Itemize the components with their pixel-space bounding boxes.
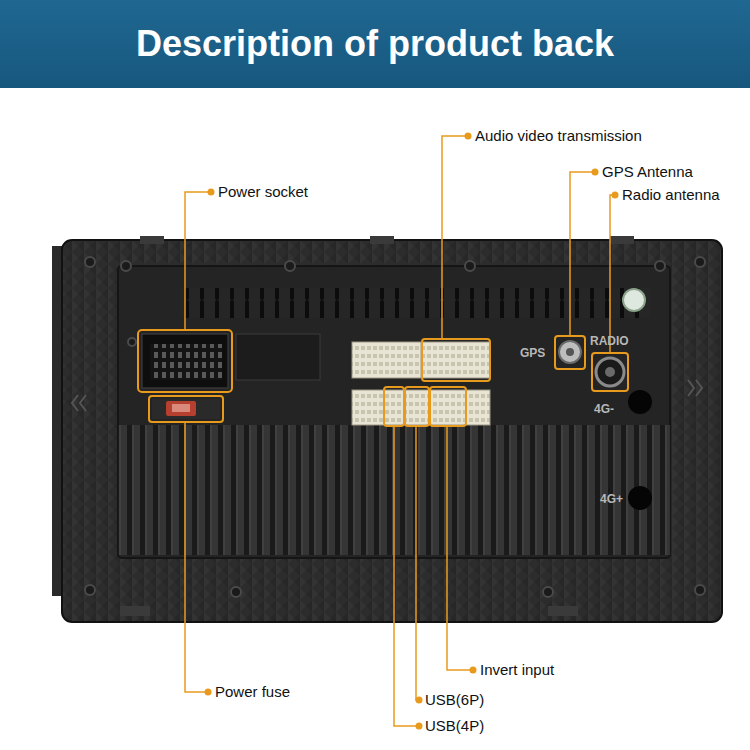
port-marking: RADIO (590, 334, 629, 348)
callout-label: GPS Antenna (602, 163, 693, 181)
callout-label: Power fuse (215, 683, 290, 701)
callout-label: USB(6P) (425, 691, 484, 709)
port-marking: GPS (520, 346, 545, 360)
callout-label: USB(4P) (425, 717, 484, 735)
port-marking: 4G- (594, 402, 614, 416)
callout-label: Invert input (480, 661, 554, 679)
callout-label: Audio video transmission (475, 127, 642, 145)
page-title: Description of product back (0, 0, 750, 88)
port-marking: 4G+ (600, 492, 623, 506)
callout-label: Radio antenna (622, 186, 720, 204)
callout-label: Power socket (218, 183, 308, 201)
